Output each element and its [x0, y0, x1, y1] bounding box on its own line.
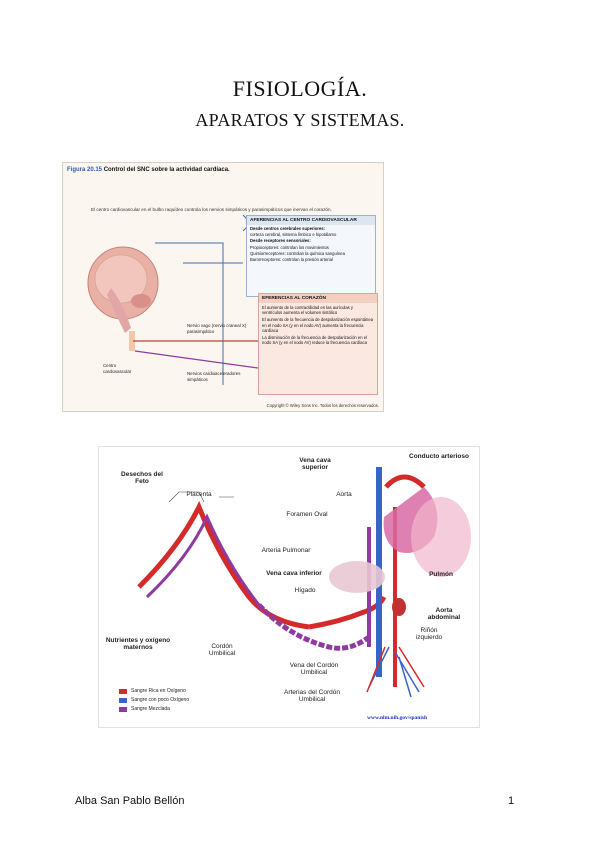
afferent-item: corteza cerebral, sistema límbico e hipo… [250, 232, 337, 238]
legend-item: Sangre Mezclada [119, 706, 189, 712]
document-title: FISIOLOGÍA. [232, 76, 368, 101]
afferents-box: AFERENCIAS AL CENTRO CARDIOVASCULAR Desd… [246, 215, 376, 297]
umbilical-arteries-label: Arterias del Cordón Umbilical [284, 689, 340, 703]
left-kidney-label: Riñón izquierdo [415, 627, 443, 641]
abdominal-aorta-label: Aorta abdominal [427, 607, 461, 621]
efferents-title: EFERENCIAS AL CORAZÓN [259, 294, 377, 303]
efferent-item: La disminución de la frecuencia de despo… [262, 335, 367, 346]
pulmonary-artery-label: Arteria Pulmonar [261, 547, 311, 554]
foramen-label: Foramen Oval [286, 511, 328, 518]
legend-label: Sangre con poco Oxígeno [131, 697, 190, 703]
legend-item: Sangre con poco Oxígeno [119, 697, 189, 703]
afferent-item: Barorreceptores: controlan la presión ar… [250, 257, 333, 263]
lung-label: Pulmón [429, 571, 453, 578]
accelerator-label: Nervios cardioaceleradores simpáticos [187, 371, 241, 382]
legend-swatch [119, 688, 127, 694]
legend-item: Sangre Rica en Oxígeno [119, 688, 189, 694]
liver-label: Hígado [294, 587, 316, 594]
figure1-note: El centro cardiovascular en el bulbo raq… [91, 207, 332, 212]
ivc-label: Vena cava inferior [266, 570, 322, 577]
afferent-item: Desde centros cerebrales superiores: [250, 226, 325, 231]
afferent-item: Desde receptores sensoriales: [250, 238, 311, 244]
maternal-nutrients-label: Nutrientes y oxígeno maternos [105, 637, 171, 651]
umbilical-vein-label: Vena del Cordón Umbilical [289, 662, 339, 676]
aorta-label: Aorta [336, 491, 352, 498]
source-url: www.nlm.nih.gov/spanish [367, 715, 428, 721]
document-subtitle: APARATOS Y SISTEMAS. [195, 110, 405, 130]
efferent-item: El aumento de la contractilidad en las a… [262, 305, 354, 316]
footer-author: Alba San Pablo Bellón [75, 795, 185, 807]
afferent-item: Propioceptores: controlan los movimiento… [250, 244, 329, 250]
brain-heart-illustration [87, 214, 259, 385]
figure1-caption-text: Control del SNC sobre la actividad cardí… [103, 167, 230, 173]
page-number: 1 [508, 795, 515, 807]
afferents-title: AFERENCIAS AL CENTRO CARDIOVASCULAR [247, 216, 375, 225]
fetal-circulation-illustration [137, 467, 471, 698]
vagus-label: Nervio vago (nervio craneal X) parasimpá… [187, 323, 247, 334]
efferents-box: EFERENCIAS AL CORAZÓN El aumento de la c… [258, 293, 378, 395]
cns-heart-control-figure: Figura 20.15 Control del SNC sobre la ac… [62, 162, 384, 412]
figure1-copyright: Copyright © Wiley Sons Inc. Todos los de… [266, 403, 379, 408]
svc-label: Vena cava superior [299, 457, 331, 471]
fetal-circulation-figure: Desechos del Feto Placenta Nutrientes y … [98, 446, 480, 728]
fetal-waste-label: Desechos del Feto [121, 471, 163, 485]
legend-label: Sangre Mezclada [131, 706, 170, 712]
figure1-caption: Figura 20.15 Control del SNC sobre la ac… [67, 167, 230, 173]
figure1-number: Figura 20.15 [67, 167, 103, 173]
placenta-label: Placenta [186, 491, 212, 498]
cardiovascular-center-label: Centro cardiovascular [103, 363, 132, 374]
legend-label: Sangre Rica en Oxígeno [131, 688, 186, 694]
figure2-legend: Sangre Rica en Oxígeno Sangre con poco O… [119, 688, 189, 715]
efferent-item: El aumento de la frecuencia de despolari… [262, 317, 374, 333]
legend-swatch [119, 697, 127, 703]
afferent-item: Quimiorreceptores: controlan la química … [250, 250, 345, 256]
legend-swatch [119, 706, 127, 712]
ductus-label: Conducto arterioso [409, 453, 469, 460]
umbilical-cord-label: Cordón Umbilical [208, 643, 236, 657]
